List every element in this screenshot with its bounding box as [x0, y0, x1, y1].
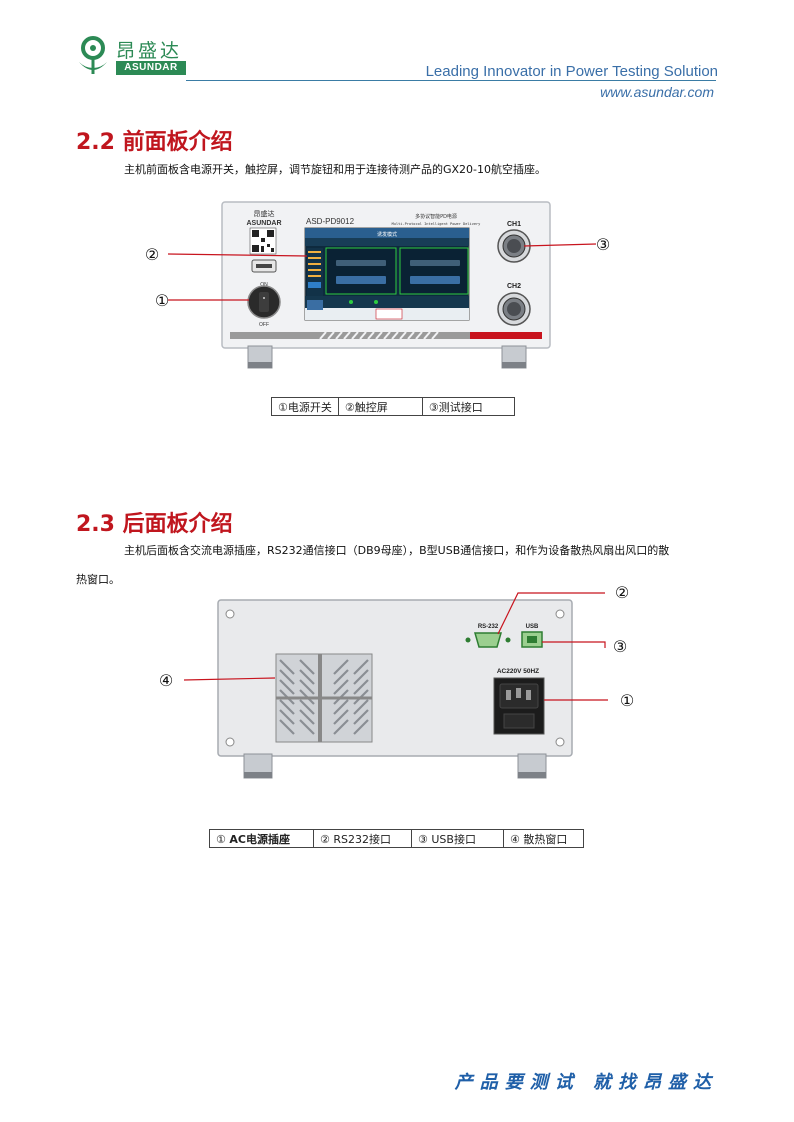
header-divider [186, 80, 716, 81]
rs232-label: RS-232 [478, 624, 499, 630]
touch-screen[interactable]: 诱发模式 [304, 227, 470, 321]
header-tagline: Leading Innovator in Power Testing Solut… [425, 63, 718, 80]
company-logo: 昂盛达 ASUNDAR [76, 34, 186, 78]
legend-ac-socket: ① AC电源插座 [209, 829, 314, 848]
front-panel-figure: 昂盛达 ASUNDAR ON OFF ASD-PD9012 多协议智能PD电源 … [145, 201, 610, 369]
screen-title: 诱发模式 [377, 231, 397, 238]
legend-power-switch: ①电源开关 [271, 397, 339, 416]
cooling-vent [275, 653, 373, 743]
section-title-front-panel: 2.2 前面板介绍 [76, 130, 233, 155]
callout-3-rear: ③ [613, 637, 627, 656]
rs232-port[interactable] [474, 632, 502, 648]
front-brand-cn: 昂盛达 [254, 209, 275, 218]
rear-panel-description-line1: 主机后面板含交流电源插座，RS232通信接口（DB9母座），B型USB通信接口，… [124, 544, 670, 557]
legend-cooling-vent: ④ 散热窗口 [503, 829, 584, 848]
front-panel-legend-table: ①电源开关 ②触控屏 ③测试接口 [271, 397, 515, 416]
legend-usb: ③ USB接口 [411, 829, 504, 848]
front-subtitle-en: Multi-Protocol Intelligent Power Deliver… [392, 222, 482, 226]
footer-slogan: 产品要测试 就找昂盛达 [454, 1072, 718, 1093]
rear-panel-figure: RS-232 USB AC220V 50HZ ② ③ ④ ① [159, 583, 634, 779]
callout-3-front: ③ [596, 235, 610, 254]
ch2-label: CH2 [507, 283, 521, 290]
legend-rs232: ② RS232接口 [313, 829, 412, 848]
logo-chinese-name: 昂盛达 [116, 40, 183, 62]
logo-english-name: ASUNDAR [116, 61, 186, 75]
ac-label: AC220V 50HZ [497, 668, 539, 675]
section-title-rear-panel: 2.3 后面板介绍 [76, 512, 233, 537]
front-subtitle-cn: 多协议智能PD电源 [415, 213, 457, 220]
front-brand-en: ASUNDAR [247, 220, 282, 227]
rear-panel-legend-table: ① AC电源插座 ② RS232接口 ③ USB接口 ④ 散热窗口 [209, 829, 584, 848]
front-panel-description: 主机前面板含电源开关，触控屏，调节旋钮和用于连接待测产品的GX20-10航空插座… [124, 163, 547, 176]
switch-on-label: ON [260, 282, 268, 288]
legend-test-interface: ③测试接口 [421, 397, 515, 416]
callout-1-rear: ① [620, 691, 634, 710]
rear-panel-description-line2: 热窗口。 [76, 573, 120, 586]
callout-2-rear: ② [615, 583, 629, 602]
callout-4-rear: ④ [159, 671, 173, 690]
callout-1-front: ① [155, 291, 169, 310]
callout-2-front: ② [145, 245, 159, 264]
legend-touch-screen: ②触控屏 [337, 397, 423, 416]
front-model-label: ASD-PD9012 [306, 217, 355, 226]
header-website: www.asundar.com [600, 84, 714, 100]
switch-off-label: OFF [259, 322, 269, 328]
usb-label: USB [526, 624, 539, 630]
logo-emblem-icon [79, 36, 107, 74]
qr-code-icon [249, 227, 277, 255]
ch1-label: CH1 [507, 221, 521, 228]
